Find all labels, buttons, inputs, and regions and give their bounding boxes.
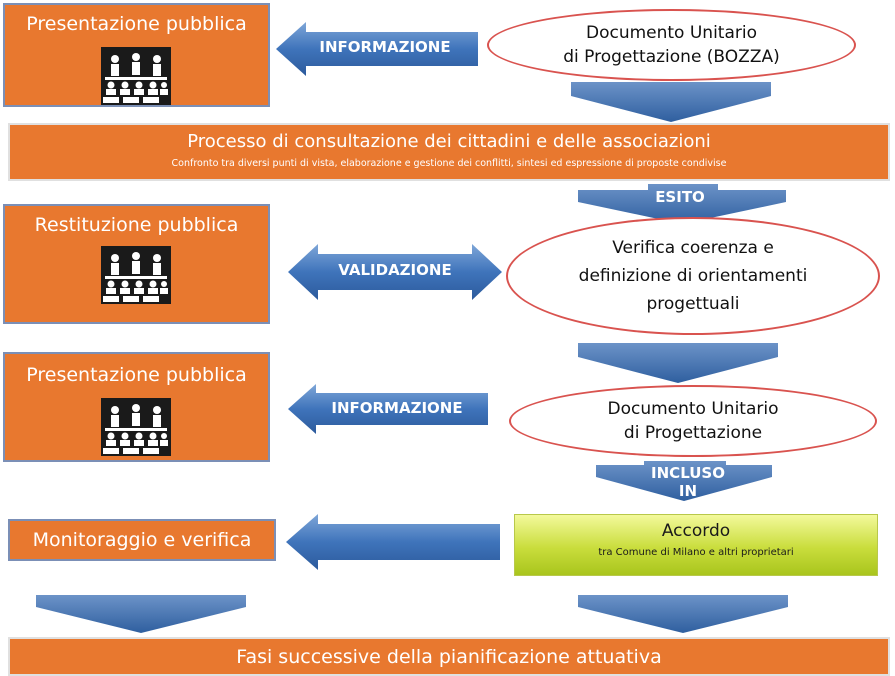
informazione-arrow-left xyxy=(288,384,488,434)
ellipse-line: di Progettazione xyxy=(623,423,763,443)
box-title: Restituzione pubblica xyxy=(34,214,239,236)
left-arrow xyxy=(286,514,500,570)
consultazione-subtitle: Confronto tra diversi punti di vista, el… xyxy=(171,158,727,169)
accordo-title: Accordo xyxy=(661,521,731,541)
esito-label: ESITO xyxy=(655,188,705,206)
presentazione-pubblica-box-2: Presentazione pubblica xyxy=(3,352,270,462)
ellipse-line: di Progettazione (BOZZA) xyxy=(563,47,780,67)
down-arrow-left xyxy=(36,595,246,633)
ellipse-line: Verifica coerenza e xyxy=(612,238,774,258)
audience-meeting-icon xyxy=(101,246,171,304)
audience-meeting-icon xyxy=(101,47,171,105)
verifica-coerenza-ellipse: Verifica coerenza e definizione di orien… xyxy=(506,217,880,335)
esito-arrow xyxy=(578,184,786,224)
accordo-subtitle: tra Comune di Milano e altri proprietari xyxy=(598,547,794,558)
informazione-arrow-left xyxy=(276,22,478,76)
down-arrow xyxy=(571,82,771,122)
accordo-box: Accordo tra Comune di Milano e altri pro… xyxy=(514,514,878,576)
down-arrow xyxy=(578,343,778,383)
restituzione-pubblica-box: Restituzione pubblica xyxy=(3,204,270,324)
audience-meeting-icon xyxy=(101,398,171,456)
documento-bozza-ellipse: Documento Unitario di Progettazione (BOZ… xyxy=(487,9,856,81)
ellipse-line: definizione di orientamenti xyxy=(578,266,808,286)
ellipse-line: Documento Unitario xyxy=(585,23,757,43)
presentazione-pubblica-box-1: Presentazione pubblica xyxy=(3,3,270,107)
box-title: Presentazione pubblica xyxy=(26,13,247,35)
box-title: Presentazione pubblica xyxy=(26,364,247,386)
informazione-label: INFORMAZIONE xyxy=(331,399,463,417)
fasi-successive-title: Fasi successive della pianificazione att… xyxy=(236,646,662,668)
validazione-label: VALIDAZIONE xyxy=(338,261,452,279)
incluso-in-label: INCLUSO IN xyxy=(651,464,725,500)
down-arrow-right xyxy=(578,595,788,633)
monitoraggio-box: Monitoraggio e verifica xyxy=(8,519,276,561)
box-title: Monitoraggio e verifica xyxy=(32,529,252,551)
documento-unitario-ellipse: Documento Unitario di Progettazione xyxy=(509,385,877,457)
ellipse-line: progettuali xyxy=(646,294,740,314)
ellipse-line: Documento Unitario xyxy=(607,399,779,419)
consultazione-title: Processo di consultazione dei cittadini … xyxy=(187,131,711,152)
validazione-double-arrow xyxy=(288,244,502,300)
consultazione-bar: Processo di consultazione dei cittadini … xyxy=(8,123,890,181)
informazione-label: INFORMAZIONE xyxy=(319,38,451,56)
incluso-in-arrow xyxy=(596,461,772,501)
fasi-successive-bar: Fasi successive della pianificazione att… xyxy=(8,637,890,676)
